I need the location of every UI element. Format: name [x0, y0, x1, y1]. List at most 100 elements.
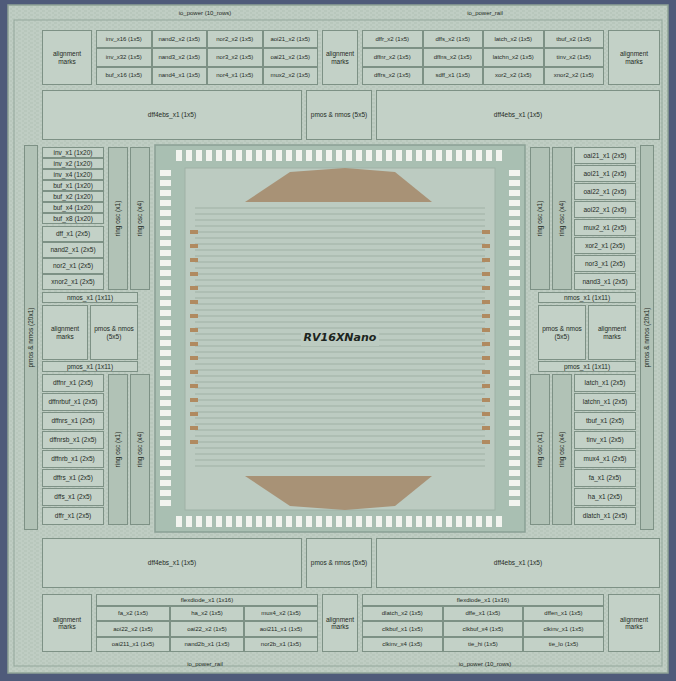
- bond-pad: [482, 328, 490, 332]
- core-trapezoid: [245, 168, 432, 202]
- bond-pad: [386, 150, 392, 161]
- cell-array: nor2_x1 (2x5): [42, 258, 104, 274]
- wire: [195, 231, 485, 232]
- table-cell: xor2_x2 (1x5): [483, 67, 544, 85]
- wire: [195, 453, 485, 454]
- table-cell: clkinv_x1 (1x5): [523, 621, 604, 636]
- cell-array: dffr_x1 (2x5): [42, 507, 104, 525]
- bond-pad: [356, 150, 362, 161]
- bond-pad: [190, 342, 198, 346]
- cell-array: dffrs_x1 (2x5): [42, 469, 104, 487]
- bond-pad: [160, 430, 171, 436]
- cell-array: alignment marks: [42, 305, 88, 360]
- table-cell: dffnr_x2 (1x5): [362, 48, 423, 66]
- cell-label: ring osc (x4): [136, 201, 143, 237]
- bond-pad: [509, 190, 520, 196]
- wire: [195, 327, 485, 328]
- cell-label: alignment marks: [611, 50, 657, 64]
- wire: [195, 225, 485, 226]
- table-cell: flexdiode_x1 (1x16): [362, 594, 604, 606]
- table-cell: inv_x32 (1x5): [96, 48, 152, 66]
- cell-label: ring osc (x4): [558, 432, 565, 468]
- ring-oscillator: ring osc (x4): [130, 374, 150, 525]
- cell-array: dff4ebs_x1 (1x5): [376, 538, 660, 588]
- bond-pad: [482, 426, 490, 430]
- wire: [195, 303, 485, 304]
- bond-pad: [482, 440, 490, 444]
- bond-pad: [190, 384, 198, 388]
- bond-pad: [190, 398, 198, 402]
- table-cell: dffns_x2 (1x5): [423, 48, 484, 66]
- cell-array: nand2_x1 (2x5): [42, 242, 104, 258]
- bond-pad: [509, 500, 520, 506]
- bond-pad: [496, 150, 502, 161]
- cell-array: pmos & nmos (5x5): [90, 305, 138, 360]
- cell-label: nor2_x1 (2x5): [53, 262, 93, 269]
- table-cell: aoi22_x2 (1x5): [96, 621, 170, 636]
- table-cell: clkbuf_x1 (1x5): [362, 621, 443, 636]
- table-cell: latchn_x2 (1x5): [483, 48, 544, 66]
- bond-pad: [160, 190, 171, 196]
- cell-array: buf_x2 (1x20): [42, 191, 104, 202]
- cell-array: xnor2_x1 (2x5): [42, 274, 104, 290]
- wire: [195, 237, 485, 238]
- bond-pad: [216, 150, 222, 161]
- wire: [195, 267, 485, 268]
- cell-array: ha_x1 (2x5): [574, 488, 636, 506]
- ring-oscillator: ring osc (x1): [108, 374, 128, 525]
- cell-label: tbuf_x1 (2x5): [586, 417, 624, 424]
- cell-label: buf_x4 (1x20): [53, 204, 93, 211]
- cell-array: alignment marks: [588, 305, 636, 360]
- cell-label: pmos_x1 (1x11): [564, 363, 610, 370]
- cell-label: nand3_x1 (2x5): [582, 278, 627, 285]
- bond-pad: [482, 398, 490, 402]
- cell-label: dffr_x1 (2x5): [55, 512, 91, 519]
- cell-label: alignment marks: [325, 616, 355, 630]
- bond-pad: [356, 516, 362, 527]
- cell-label: oai22_x1 (2x5): [584, 188, 627, 195]
- core-area: [155, 145, 525, 532]
- bond-pad: [190, 244, 198, 248]
- bond-pad: [160, 170, 171, 176]
- table-cell: dffr_x2 (1x5): [362, 30, 423, 48]
- table-cell: nor4_x1 (1x5): [207, 67, 263, 85]
- core-trapezoid: [245, 476, 432, 510]
- bond-pad: [190, 272, 198, 276]
- bond-pad: [286, 150, 292, 161]
- bond-pad: [296, 516, 302, 527]
- rail-label: io_power_rail: [110, 659, 300, 670]
- cell-label: tinv_x1 (2x5): [586, 436, 623, 443]
- bond-pad: [509, 350, 520, 356]
- bond-pad: [160, 370, 171, 376]
- core-wiring: [195, 208, 485, 466]
- cell-label: latch_x1 (2x5): [585, 379, 626, 386]
- bond-pad: [206, 516, 212, 527]
- wire: [195, 309, 485, 310]
- bond-pad: [509, 250, 520, 256]
- table-cell: sdff_x1 (1x5): [423, 67, 484, 85]
- bond-pad: [509, 390, 520, 396]
- bond-pad: [326, 150, 332, 161]
- bond-pad: [376, 150, 382, 161]
- bond-pad: [509, 300, 520, 306]
- bond-pad: [406, 150, 412, 161]
- table-cell: aoi21_x2 (1x5): [263, 30, 319, 48]
- bond-pad: [160, 250, 171, 256]
- rail-label: io_power (10_rows): [110, 8, 300, 19]
- table-cell: clkinv_x4 (1x5): [362, 637, 443, 652]
- table-cell: oai21_x2 (1x5): [263, 48, 319, 66]
- cell-label: buf_x8 (1x20): [53, 215, 93, 222]
- bond-pad: [160, 240, 171, 246]
- wire: [195, 459, 485, 460]
- bond-pad: [296, 150, 302, 161]
- cell-array: pmos & nmos (5x5): [306, 538, 372, 588]
- bond-pad: [190, 230, 198, 234]
- bond-pad: [160, 210, 171, 216]
- wire: [195, 219, 485, 220]
- cell-array: dlatch_x1 (2x5): [574, 507, 636, 525]
- cell-array: fa_x1 (2x5): [574, 469, 636, 487]
- bond-pad: [326, 516, 332, 527]
- cell-array: alignment marks: [608, 594, 660, 652]
